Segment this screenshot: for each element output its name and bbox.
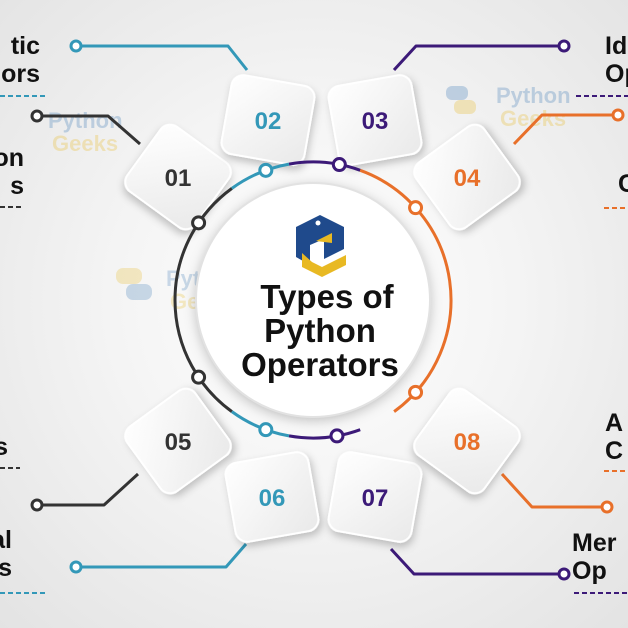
edge-labels: ticorsonssalorsIdOpCACMerOp: [0, 32, 628, 594]
connector-dot: [557, 567, 571, 581]
step-tile-shape: [224, 451, 320, 543]
edge-label: C: [604, 170, 628, 209]
edge-label-line: C: [618, 170, 628, 198]
edge-label-line: Op: [572, 557, 607, 585]
connector-line: [76, 543, 248, 569]
ring-segment: [288, 428, 361, 440]
step-tile-01: 01: [124, 123, 232, 231]
edge-label: s: [0, 433, 20, 469]
ring-segment: [288, 160, 361, 172]
edge-label-line: Mer: [572, 529, 617, 557]
ring-node: [258, 422, 274, 438]
step-number: 07: [362, 485, 389, 512]
edge-label-line: s: [10, 172, 24, 200]
watermark-word-1: Python: [48, 108, 123, 133]
ring-segment: [173, 187, 233, 413]
connector-dot: [611, 108, 625, 122]
edge-label: IdOp: [576, 32, 628, 97]
step-tile-08: 08: [413, 387, 521, 495]
edge-label: ons: [0, 144, 24, 208]
connector-dot: [30, 109, 44, 123]
connector-line: [37, 114, 141, 146]
ring-node: [191, 215, 207, 231]
connector-dot: [30, 498, 44, 512]
connector-line: [512, 113, 618, 146]
step-tile-shape: [124, 387, 232, 495]
step-number: 04: [454, 165, 481, 192]
step-tile-shape: [327, 451, 423, 543]
watermark: Python Geeks: [446, 83, 571, 131]
connector-line: [389, 547, 564, 576]
ring-node: [191, 369, 207, 385]
python-geeks-logo-icon: [296, 215, 346, 277]
step-tile-03: 03: [327, 74, 423, 166]
connectors: [30, 39, 625, 581]
edge-label-line: C: [605, 437, 623, 465]
connector-line: [76, 44, 249, 71]
title-line-1: Types of: [260, 278, 394, 315]
step-number: 02: [255, 108, 282, 135]
edge-label-line: Op: [605, 60, 628, 88]
title-line-2: Python: [264, 312, 376, 349]
title-line-3: Operators: [241, 346, 399, 383]
step-number: 05: [165, 429, 192, 456]
step-tile-shape: [124, 123, 232, 231]
step-tile-05: 05: [124, 387, 232, 495]
step-tile-shape: [413, 123, 521, 231]
ring-node: [329, 428, 345, 444]
segment-ring: [173, 157, 453, 444]
center-disc: [195, 182, 431, 418]
connector-line: [392, 44, 564, 72]
ring-node: [258, 162, 274, 178]
watermark-logo-icon: [116, 268, 152, 300]
ring-node: [408, 200, 424, 216]
step-number: 06: [259, 485, 286, 512]
edge-label: AC: [604, 409, 628, 472]
connector-line: [500, 472, 607, 509]
step-number: 03: [362, 108, 389, 135]
watermark-logo-icon: [446, 86, 476, 114]
connector-dot: [69, 39, 83, 53]
watermark-word-1: Python: [496, 83, 571, 108]
edge-label-line: s: [0, 433, 8, 461]
connector-dot: [600, 500, 614, 514]
edge-label: alors: [0, 526, 48, 594]
step-tile-shape: [327, 74, 423, 166]
step-tile-06: 06: [224, 451, 320, 543]
watermark-word-2: Geeks: [500, 106, 566, 131]
step-number: 08: [454, 429, 481, 456]
edge-label-line: on: [0, 144, 24, 172]
edge-label-line: al: [0, 526, 12, 554]
edge-label-line: A: [605, 409, 623, 437]
ring-node: [408, 384, 424, 400]
step-tile-shape: [413, 387, 521, 495]
edge-label-line: Id: [605, 32, 627, 60]
step-tile-shape: [220, 74, 316, 166]
connector-dot: [557, 39, 571, 53]
connector-line: [37, 472, 140, 507]
edge-label-line: tic: [11, 32, 40, 60]
ring-node: [331, 157, 347, 173]
step-number: 01: [165, 165, 192, 192]
step-tile-07: 07: [327, 451, 423, 543]
step-tiles: 01 02 03 04 05 06 07 08: [124, 74, 521, 543]
edge-label-line: ors: [0, 554, 12, 582]
step-tile-04: 04: [413, 123, 521, 231]
watermark-word-2: Geeks: [52, 131, 118, 156]
edge-label-line: ors: [1, 60, 40, 88]
step-tile-02: 02: [220, 74, 316, 166]
connector-dot: [69, 560, 83, 574]
ring-segment: [359, 168, 453, 413]
watermark: Python Geeks: [48, 108, 123, 156]
